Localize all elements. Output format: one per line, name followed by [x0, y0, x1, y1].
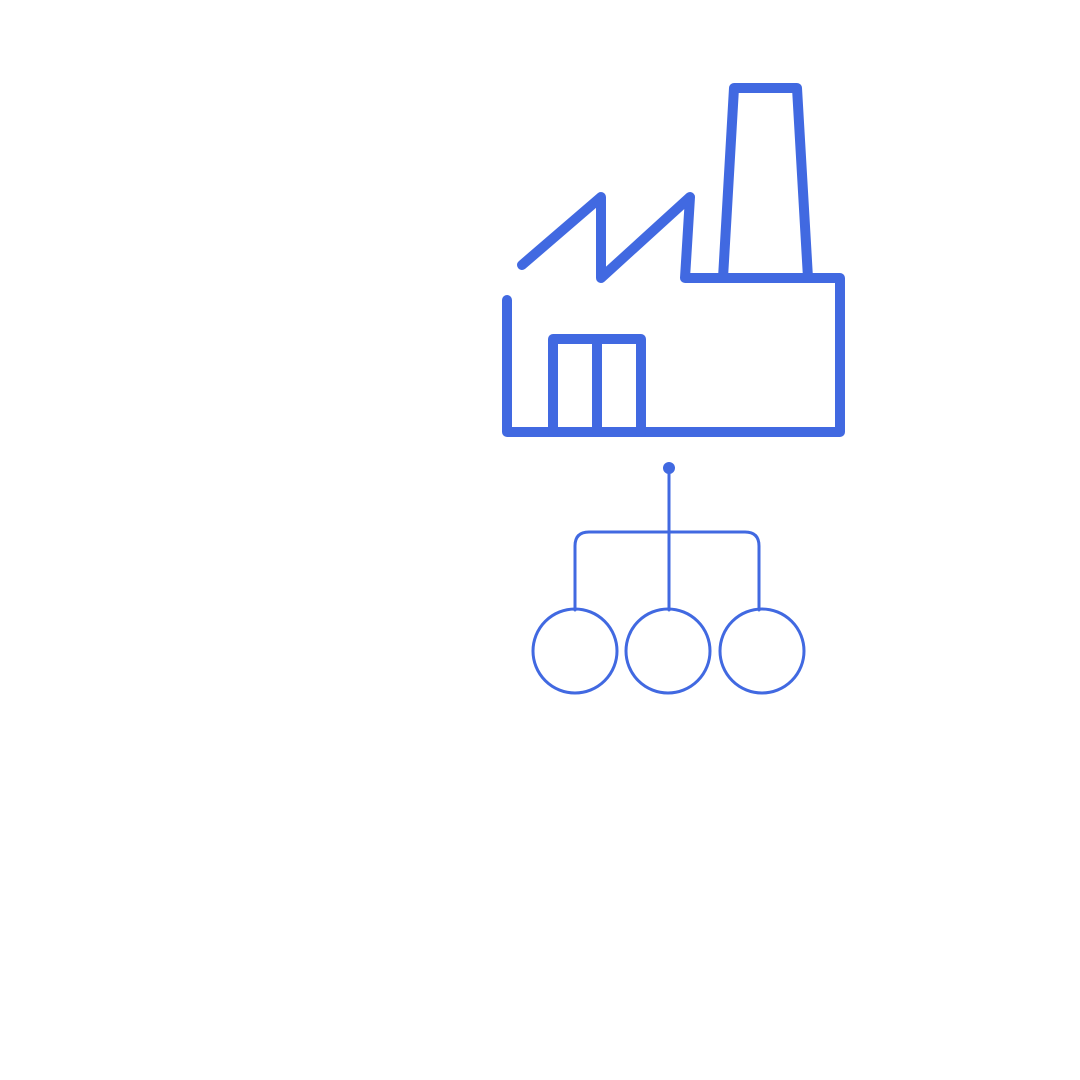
factory-icon [502, 83, 845, 437]
child-node-3 [718, 607, 806, 695]
factory-outline [502, 192, 845, 437]
connector-branch [573, 530, 761, 612]
connector-tree [573, 462, 761, 612]
child-nodes [531, 607, 806, 695]
child-node-1 [531, 607, 619, 695]
chimney [718, 83, 813, 283]
child-node-2 [624, 607, 712, 695]
